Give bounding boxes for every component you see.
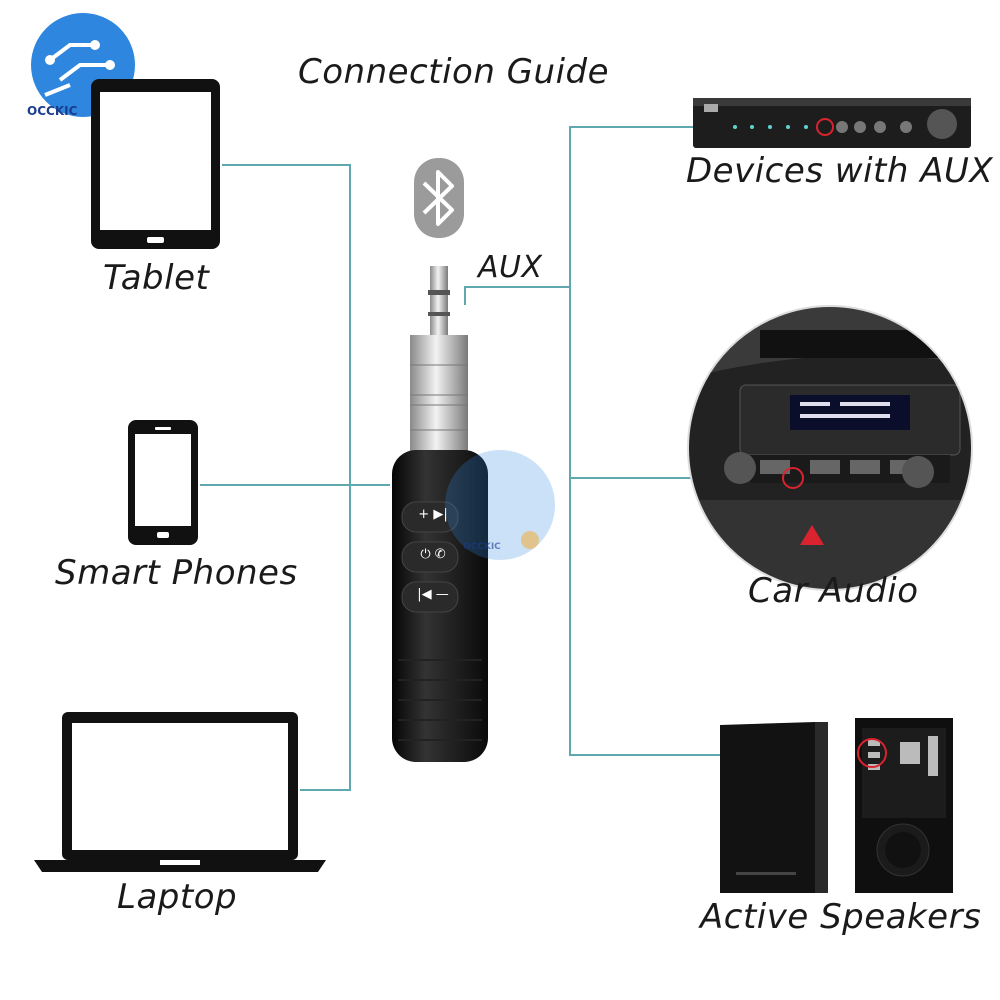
tablet-label: Tablet xyxy=(103,258,210,298)
aux-devices-label: Devices with AUX xyxy=(686,151,994,191)
page-title: Connection Guide xyxy=(298,52,610,92)
smartphone-label: Smart Phones xyxy=(55,553,298,593)
car-audio-label: Car Audio xyxy=(748,571,919,611)
watermark-text: OCCKIC xyxy=(463,542,501,552)
receiver-button-power: ⏻ ✆ xyxy=(420,547,446,562)
receiver-button-play: + ▶| xyxy=(418,507,448,522)
laptop-label: Laptop xyxy=(117,877,238,917)
receiver-button-prev: |◀ — xyxy=(417,587,449,602)
aux-label: AUX xyxy=(478,250,543,285)
brand-name: OCCKIC xyxy=(27,104,78,118)
active-speakers-label: Active Speakers xyxy=(700,897,982,937)
